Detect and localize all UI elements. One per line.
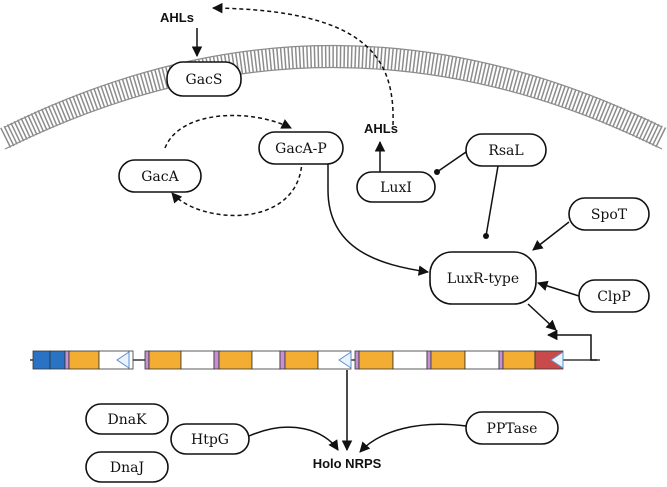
gene-domain-orange [430, 350, 466, 370]
luxr-node: LuxR-type [429, 251, 537, 305]
spot-node: SpoT [568, 197, 650, 231]
domain-chevron-icon [550, 351, 564, 369]
gene-domain-orange [148, 350, 182, 370]
luxr-label: LuxR-type [447, 271, 519, 287]
gene-domain-white [251, 350, 281, 370]
gene-domain-white [180, 350, 215, 370]
htpg-label: HtpG [191, 432, 229, 448]
clpp-label: ClpP [597, 289, 631, 305]
gacap-to-gaca-dashed-arrow [171, 159, 303, 217]
gene-domain-orange [358, 350, 394, 370]
clpp-to-luxr-arrow [536, 280, 580, 297]
gacap-node: GacA-P [258, 131, 344, 165]
gene-domain-purple [144, 350, 150, 370]
htpg-to-holo-nrps-arrow [248, 426, 339, 451]
gacs-node: GacS [166, 61, 242, 97]
gene-domain-purple [64, 350, 70, 370]
luxr-to-promoter-arrow [527, 303, 557, 331]
gacs-to-gacap-dashed-arrow [164, 114, 292, 149]
gene-domain-purple [279, 350, 286, 370]
rsal-inhibits-luxr [483, 165, 499, 239]
pptase-to-holo-nrps-arrow [359, 423, 467, 453]
luxi-label: LuxI [380, 180, 412, 196]
pptase-label: PPTase [487, 421, 538, 437]
htpg-node: HtpG [170, 423, 250, 455]
clpp-node: ClpP [578, 279, 650, 313]
gene-domain-white [392, 350, 428, 370]
gene-domain-purple [354, 350, 360, 370]
gene-domain-purple [498, 350, 504, 370]
dnaj-node: DnaJ [85, 451, 169, 483]
gene-domain-white [128, 350, 134, 370]
gene-domain-blue [49, 350, 66, 370]
gene-domain-purple [213, 350, 220, 370]
gacap-label: GacA-P [275, 141, 327, 157]
spot-to-luxr-arrow [532, 221, 570, 251]
gene-domain-orange [68, 350, 100, 370]
pptase-node: PPTase [465, 411, 559, 445]
ahls-export-arrow [211, 2, 394, 126]
cell-membrane [0, 45, 667, 150]
gaca-label: GacA [141, 169, 179, 185]
domain-chevron-icon [338, 351, 352, 369]
rsal-node: RsaL [465, 133, 547, 167]
gene-domain-orange [502, 350, 536, 370]
gene-domain-orange [284, 350, 319, 370]
gaca-node: GacA [118, 159, 202, 193]
gene-domain-purple [426, 350, 432, 370]
luxi-node: LuxI [356, 171, 436, 203]
rsal-label: RsaL [488, 143, 523, 159]
dnak-node: DnaK [85, 403, 169, 435]
gene-domain-white [464, 350, 500, 370]
gacap-to-luxr-arrow [327, 164, 430, 276]
dnak-label: DnaK [107, 412, 147, 428]
rsal-inhibits-luxi [434, 151, 467, 175]
spot-label: SpoT [591, 207, 628, 223]
holo-nrps-label: Holo NRPS [313, 456, 382, 471]
domain-chevron-icon [116, 351, 130, 369]
gene-domain-orange [218, 350, 253, 370]
gacs-label: GacS [186, 72, 223, 88]
ahls-mid-label: AHLs [364, 121, 398, 136]
dnaj-label: DnaJ [110, 460, 144, 476]
gene-domain-blue [32, 350, 51, 370]
nrps-gene-cluster [30, 350, 600, 370]
ahls-top-label: AHLs [160, 10, 194, 25]
